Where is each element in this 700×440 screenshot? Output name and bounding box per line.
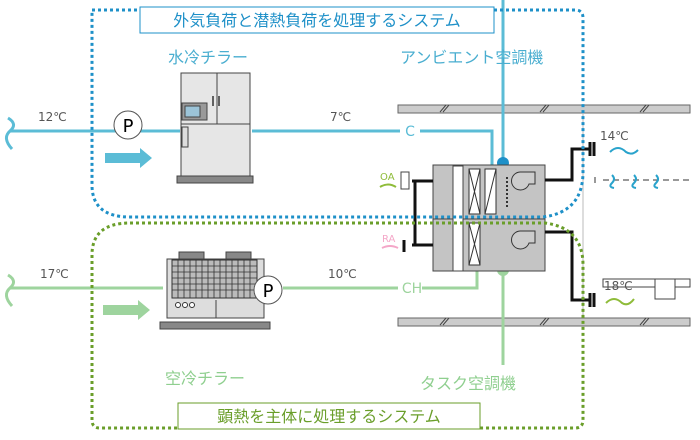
pump-icon: P (113, 110, 143, 140)
sensible-system-boundary (90, 221, 585, 430)
chilled-supply-temp: 7℃ (330, 110, 351, 124)
chilled-water-pipe (5, 0, 505, 165)
oa-label: OA (380, 172, 395, 183)
svg-text:P: P (123, 116, 134, 137)
cooling-water-pipe (5, 270, 505, 365)
ahu-ductwork (402, 142, 596, 307)
sensible-system-title: 顕熱を主体に処理するシステム (217, 407, 441, 426)
flow-arrow-icon (105, 148, 152, 168)
supply-air-flow-icon (609, 147, 639, 155)
air-chiller-label: 空冷チラー (165, 369, 245, 388)
ceiling-duct (397, 104, 691, 114)
outdoor-air-damper-icon (400, 171, 410, 190)
floor-panel (602, 278, 691, 288)
ra-label: RA (382, 234, 396, 245)
diffuser-outlets-icon (609, 174, 659, 189)
floor-duct (397, 317, 691, 327)
pump-icon: P (253, 275, 283, 305)
svg-text:P: P (263, 281, 274, 302)
latent-system-title-box (139, 6, 495, 34)
cooling-pipe-label: CH (402, 281, 422, 297)
ra-flow-icon (381, 245, 399, 249)
flow-arrow-icon (103, 300, 150, 320)
latent-system-title: 外気負荷と潜熱負荷を処理するシステム (173, 11, 461, 30)
ambient-ahu-label: アンビエント空調機 (400, 48, 543, 67)
ambient-supply-temp: 14℃ (600, 129, 629, 143)
water-chiller-icon (176, 72, 254, 184)
ceiling-diffuser-line (594, 177, 690, 184)
oa-flow-icon (379, 183, 397, 188)
task-supply-temp: 18℃ (604, 279, 633, 293)
sensible-system-title-box (177, 402, 481, 430)
task-air-flow-icon (605, 298, 635, 306)
chilled-pipe-label: C (405, 124, 415, 140)
task-ahu-label: タスク空調機 (420, 374, 516, 393)
cooling-return-temp: 17℃ (40, 267, 69, 281)
floor-outlet-icon (654, 278, 676, 300)
air-chiller-icon (159, 251, 271, 330)
cooling-supply-temp: 10℃ (328, 267, 357, 281)
chilled-return-temp: 12℃ (38, 110, 67, 124)
water-chiller-label: 水冷チラー (168, 48, 248, 67)
